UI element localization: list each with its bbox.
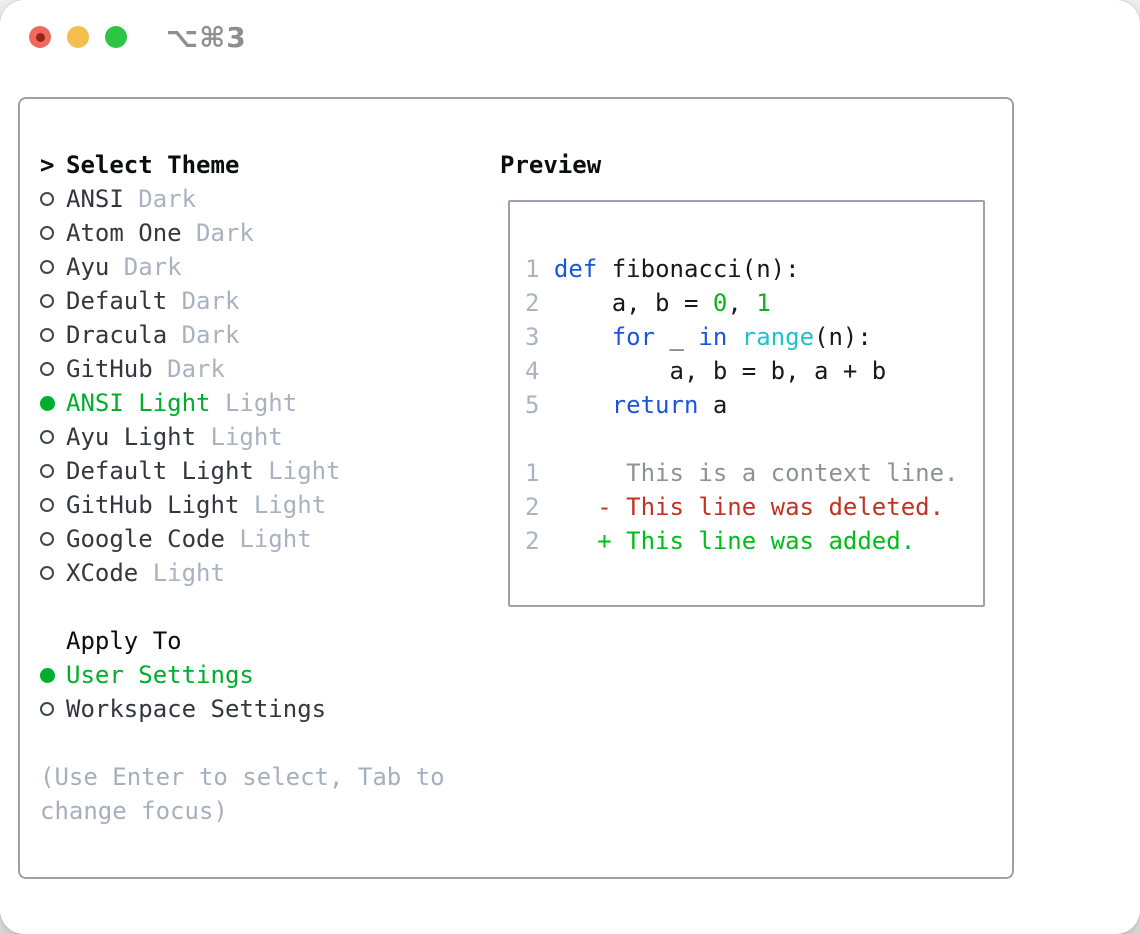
code-line: [525, 422, 983, 456]
option-label: GitHub: [66, 355, 153, 383]
code-line: 1 def fibonacci(n):: [525, 255, 800, 283]
zoom-button[interactable]: [105, 26, 127, 48]
option-label: Ayu: [66, 253, 110, 281]
code-line: 1 This is a context line.: [525, 459, 959, 487]
option-label: GitHub Light: [66, 491, 240, 519]
radio-selected-icon: [40, 395, 66, 411]
window-title: ⌥⌘3: [166, 21, 247, 54]
theme-option[interactable]: GitHub Dark: [40, 352, 445, 386]
theme-option[interactable]: Atom One Dark: [40, 216, 445, 250]
option-variant-label: Light: [224, 525, 312, 553]
theme-option[interactable]: GitHub Light Light: [40, 488, 445, 522]
radio-icon: [40, 192, 66, 206]
apply-to-option[interactable]: Workspace Settings: [40, 692, 445, 726]
radio-icon: [40, 464, 66, 478]
hint-line: (Use Enter to select, Tab to: [40, 763, 445, 791]
select-theme-header: > Select Theme: [40, 148, 445, 182]
theme-option[interactable]: Ayu Light Light: [40, 420, 445, 454]
option-variant-label: Dark: [123, 185, 197, 213]
code-line: 2 a, b = 0, 1: [525, 289, 771, 317]
option-label: Ayu Light: [66, 423, 197, 451]
option-label: User Settings: [66, 661, 254, 689]
radio-icon: [40, 566, 66, 580]
option-label: Atom One: [66, 219, 182, 247]
theme-option[interactable]: Google Code Light: [40, 522, 445, 556]
option-variant-label: Dark: [152, 355, 225, 383]
option-label: Dracula: [66, 321, 168, 349]
theme-option[interactable]: Default Light Light: [40, 454, 445, 488]
code-line: 5 return a: [525, 391, 728, 419]
theme-option[interactable]: Default Dark: [40, 284, 445, 318]
unsaved-changes-dot-icon: [35, 32, 45, 42]
option-label: Workspace Settings: [66, 695, 327, 723]
option-label: Google Code: [66, 525, 225, 553]
apply-to-header: Apply To: [40, 624, 445, 658]
option-variant-label: Light: [138, 559, 225, 587]
hint-line: change focus): [40, 797, 228, 825]
hint-text: (Use Enter to select, Tab to change focus…: [40, 760, 445, 828]
code-line: 3 for _ in range(n):: [525, 323, 872, 351]
radio-icon: [40, 328, 66, 342]
radio-icon: [40, 430, 66, 444]
option-variant-label: Dark: [167, 321, 240, 349]
prompt-icon: >: [40, 151, 55, 179]
theme-option[interactable]: Ayu Dark: [40, 250, 445, 284]
radio-icon: [40, 260, 66, 274]
apply-to-option[interactable]: User Settings: [40, 658, 445, 692]
option-label: ANSI: [66, 185, 124, 213]
option-variant-label: Light: [253, 457, 341, 485]
radio-icon: [40, 532, 66, 546]
minimize-button[interactable]: [67, 26, 89, 48]
close-button[interactable]: [29, 26, 51, 48]
radio-icon: [40, 702, 66, 716]
theme-option[interactable]: ANSI Dark: [40, 182, 445, 216]
option-variant-label: Light: [196, 423, 283, 451]
option-variant-label: Light: [239, 491, 327, 519]
code-line: 4 a, b = b, a + b: [525, 357, 887, 385]
option-label: XCode: [66, 559, 139, 587]
theme-option[interactable]: ANSI Light Light: [40, 386, 445, 420]
preview-title: Preview: [500, 151, 602, 179]
radio-icon: [40, 362, 66, 376]
radio-icon: [40, 498, 66, 512]
option-variant-label: Dark: [109, 253, 182, 281]
option-label: Default Light: [66, 457, 254, 485]
code-preview: 1 def fibonacci(n): 2 a, b = 0, 1 3 for _ …: [508, 200, 985, 607]
prompt-marker: >: [40, 151, 66, 179]
apply-to-title: Apply To: [66, 627, 182, 655]
option-label: Default: [66, 287, 168, 315]
theme-option[interactable]: Dracula Dark: [40, 318, 445, 352]
option-variant-label: Dark: [167, 287, 240, 315]
titlebar: [29, 26, 127, 48]
theme-option[interactable]: XCode Light: [40, 556, 445, 590]
code-line: 2 - This line was deleted.: [525, 493, 945, 521]
option-variant-label: Dark: [181, 219, 254, 247]
select-theme-title: Select Theme: [66, 151, 240, 179]
option-variant-label: Light: [210, 389, 298, 417]
option-label: ANSI Light: [66, 389, 211, 417]
radio-selected-icon: [40, 667, 66, 683]
radio-icon: [40, 294, 66, 308]
code-line: 2 + This line was added.: [525, 527, 916, 555]
radio-icon: [40, 226, 66, 240]
